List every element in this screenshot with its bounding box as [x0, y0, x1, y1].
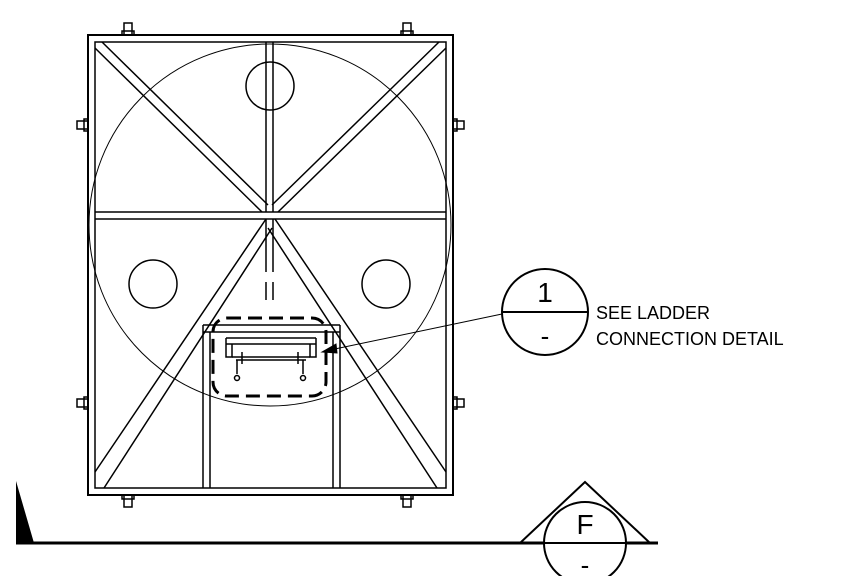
detail-note-line2: CONNECTION DETAIL [596, 329, 784, 349]
right-opening [361, 259, 411, 309]
detail-note-line1: SEE LADDER [596, 303, 710, 323]
section-marker-sheet: - [581, 550, 590, 576]
ladder-bay [202, 324, 341, 488]
detail-callout-number: 1 [537, 277, 553, 308]
detail-callout[interactable]: 1 - [501, 268, 589, 356]
top-opening [245, 61, 295, 111]
detail-callout-sheet: - [541, 321, 550, 351]
detail-boundary [211, 316, 328, 398]
left-opening [128, 259, 178, 309]
tank-outline [88, 43, 452, 407]
section-marker-letter: F [576, 509, 593, 540]
callout-leader [320, 313, 503, 354]
cross-members [94, 41, 447, 489]
frame [87, 34, 454, 496]
frame-lugs [76, 22, 465, 508]
ladder-connection [225, 337, 317, 382]
section-marker[interactable]: F - [517, 480, 653, 576]
